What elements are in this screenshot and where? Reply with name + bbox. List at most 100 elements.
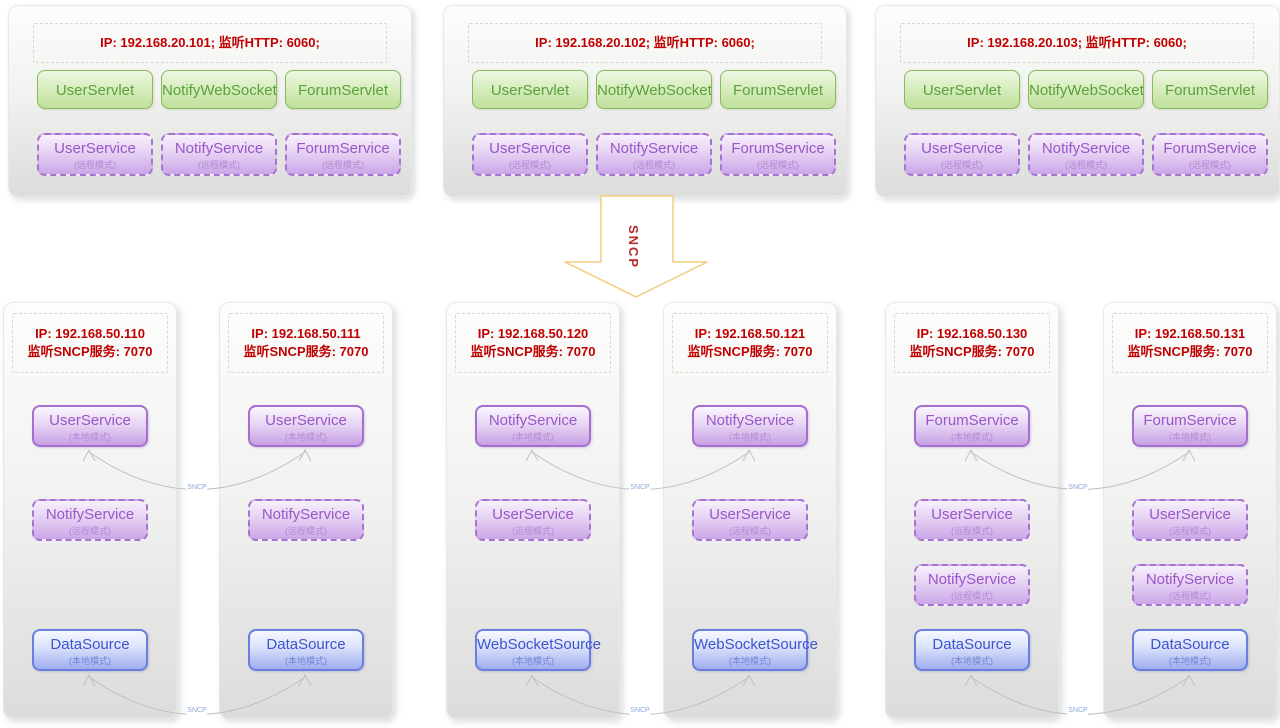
sncp-node-130: IP: 192.168.50.130 监听SNCP服务: 7070 ForumS…	[885, 302, 1059, 719]
ip-line2: 监听SNCP服务: 7070	[687, 344, 813, 359]
remote-service-box: UserService (远程模式)	[475, 499, 591, 541]
datasource-box: DataSource (本地模式)	[248, 629, 364, 671]
service-mode: (本地模式)	[1169, 432, 1211, 442]
local-service-box: NotifyService (本地模式)	[475, 405, 591, 447]
service-name: DataSource	[266, 636, 346, 653]
servlet-box: ForumServlet	[720, 70, 836, 109]
servlet-box: NotifyWebSocket	[161, 70, 277, 109]
remote-service-box: NotifyService (远程模式)	[32, 499, 148, 541]
ip-label: IP: 192.168.50.131 监听SNCP服务: 7070	[1112, 313, 1268, 373]
service-mode: (远程模式)	[941, 160, 983, 170]
service-mode: (远程模式)	[729, 526, 771, 536]
ip-line1: IP: 192.168.50.121	[694, 326, 806, 341]
service-row: UserService (远程模式) NotifyService (远程模式) …	[904, 133, 1268, 176]
service-name: UserService	[709, 506, 791, 523]
service-name: NotifyService	[174, 140, 264, 157]
ip-line1: IP: 192.168.50.111	[251, 326, 361, 341]
ip-label: IP: 192.168.50.111 监听SNCP服务: 7070	[228, 313, 384, 373]
servlet-box: UserServlet	[904, 70, 1020, 109]
service-mode: (本地模式)	[1169, 656, 1211, 666]
remote-service-box: UserService (远程模式)	[1132, 499, 1248, 541]
ip-label: IP: 192.168.50.110 监听SNCP服务: 7070	[12, 313, 168, 373]
remote-service-box: NotifyService (远程模式)	[1028, 133, 1144, 176]
service-mode: (本地模式)	[285, 656, 327, 666]
ip-label: IP: 192.168.20.103; 监听HTTP: 6060;	[900, 23, 1254, 63]
service-mode: (本地模式)	[729, 432, 771, 442]
service-name: NotifyService	[609, 140, 699, 157]
service-mode: (远程模式)	[951, 591, 993, 601]
service-name: ForumService	[731, 140, 825, 157]
local-service-box: ForumService (本地模式)	[914, 405, 1030, 447]
servlet-box: ForumServlet	[1152, 70, 1268, 109]
service-mode: (远程模式)	[509, 160, 551, 170]
servlet-box: UserServlet	[472, 70, 588, 109]
service-mode: (远程模式)	[322, 160, 364, 170]
service-mode: (远程模式)	[285, 526, 327, 536]
service-mode: (远程模式)	[1169, 591, 1211, 601]
service-name: ForumService	[296, 140, 390, 157]
service-mode: (远程模式)	[633, 160, 675, 170]
websocketsource-box: WebSocketSource (本地模式)	[692, 629, 818, 671]
remote-service-box: ForumService (远程模式)	[720, 133, 836, 176]
servlet-box: NotifyWebSocket	[596, 70, 712, 109]
servlet-row: UserServlet NotifyWebSocket ForumServlet	[472, 70, 836, 109]
service-name: NotifyService	[1041, 140, 1131, 157]
local-service-box: UserService (本地模式)	[32, 405, 148, 447]
ip-line2: 监听SNCP服务: 7070	[1127, 344, 1253, 359]
service-mode: (本地模式)	[69, 656, 111, 666]
service-name: NotifyService	[705, 412, 795, 429]
service-mode: (本地模式)	[285, 432, 327, 442]
service-mode: (远程模式)	[1169, 526, 1211, 536]
datasource-box: DataSource (本地模式)	[1132, 629, 1248, 671]
service-mode: (远程模式)	[198, 160, 240, 170]
local-service-box: UserService (本地模式)	[248, 405, 364, 447]
remote-service-box: UserService (远程模式)	[37, 133, 153, 176]
ip-label: IP: 192.168.50.120 监听SNCP服务: 7070	[455, 313, 611, 373]
sncp-link-label: SNCP	[629, 484, 651, 492]
remote-service-box: UserService (远程模式)	[692, 499, 808, 541]
service-name: NotifyService	[45, 506, 135, 523]
service-mode: (远程模式)	[74, 160, 116, 170]
service-name: ForumService	[1143, 412, 1237, 429]
service-mode: (远程模式)	[512, 526, 554, 536]
websocketsource-box: WebSocketSource (本地模式)	[475, 629, 601, 671]
remote-service-box: UserService (远程模式)	[472, 133, 588, 176]
servlet-box: NotifyWebSocket	[1028, 70, 1144, 109]
ip-line2: 监听SNCP服务: 7070	[243, 344, 369, 359]
ip-line1: IP: 192.168.50.131	[1134, 326, 1246, 341]
sncp-link-label: SNCP	[1067, 707, 1089, 715]
servlet-box: UserServlet	[37, 70, 153, 109]
service-name: WebSocketSource	[694, 636, 818, 653]
service-mode: (本地模式)	[69, 432, 111, 442]
local-service-box: NotifyService (本地模式)	[692, 405, 808, 447]
ip-label: IP: 192.168.20.101; 监听HTTP: 6060;	[33, 23, 387, 63]
service-name: NotifyService	[927, 571, 1017, 588]
service-name: WebSocketSource	[477, 636, 601, 653]
remote-service-box: NotifyService (远程模式)	[248, 499, 364, 541]
datasource-box: DataSource (本地模式)	[32, 629, 148, 671]
service-mode: (本地模式)	[512, 432, 554, 442]
service-mode: (本地模式)	[512, 656, 554, 666]
service-name: NotifyService	[261, 506, 351, 523]
sncp-link-label: SNCP	[629, 707, 651, 715]
remote-service-box: ForumService (远程模式)	[1152, 133, 1268, 176]
service-name: UserService	[1149, 506, 1231, 523]
service-mode: (远程模式)	[69, 526, 111, 536]
ip-line2: 监听SNCP服务: 7070	[27, 344, 153, 359]
ip-label: IP: 192.168.50.130 监听SNCP服务: 7070	[894, 313, 1050, 373]
service-mode: (远程模式)	[1189, 160, 1231, 170]
sncp-node-111: IP: 192.168.50.111 监听SNCP服务: 7070 UserSe…	[219, 302, 393, 719]
servlet-box: ForumServlet	[285, 70, 401, 109]
servlet-row: UserServlet NotifyWebSocket ForumServlet	[37, 70, 401, 109]
datasource-box: DataSource (本地模式)	[914, 629, 1030, 671]
service-mode: (本地模式)	[729, 656, 771, 666]
http-server-node-102: IP: 192.168.20.102; 监听HTTP: 6060; UserSe…	[443, 5, 847, 197]
sncp-node-131: IP: 192.168.50.131 监听SNCP服务: 7070 ForumS…	[1103, 302, 1277, 719]
service-name: DataSource	[50, 636, 130, 653]
service-mode: (远程模式)	[1065, 160, 1107, 170]
service-name: UserService	[489, 140, 571, 157]
http-server-node-103: IP: 192.168.20.103; 监听HTTP: 6060; UserSe…	[875, 5, 1280, 197]
service-name: DataSource	[932, 636, 1012, 653]
service-name: NotifyService	[1145, 571, 1235, 588]
